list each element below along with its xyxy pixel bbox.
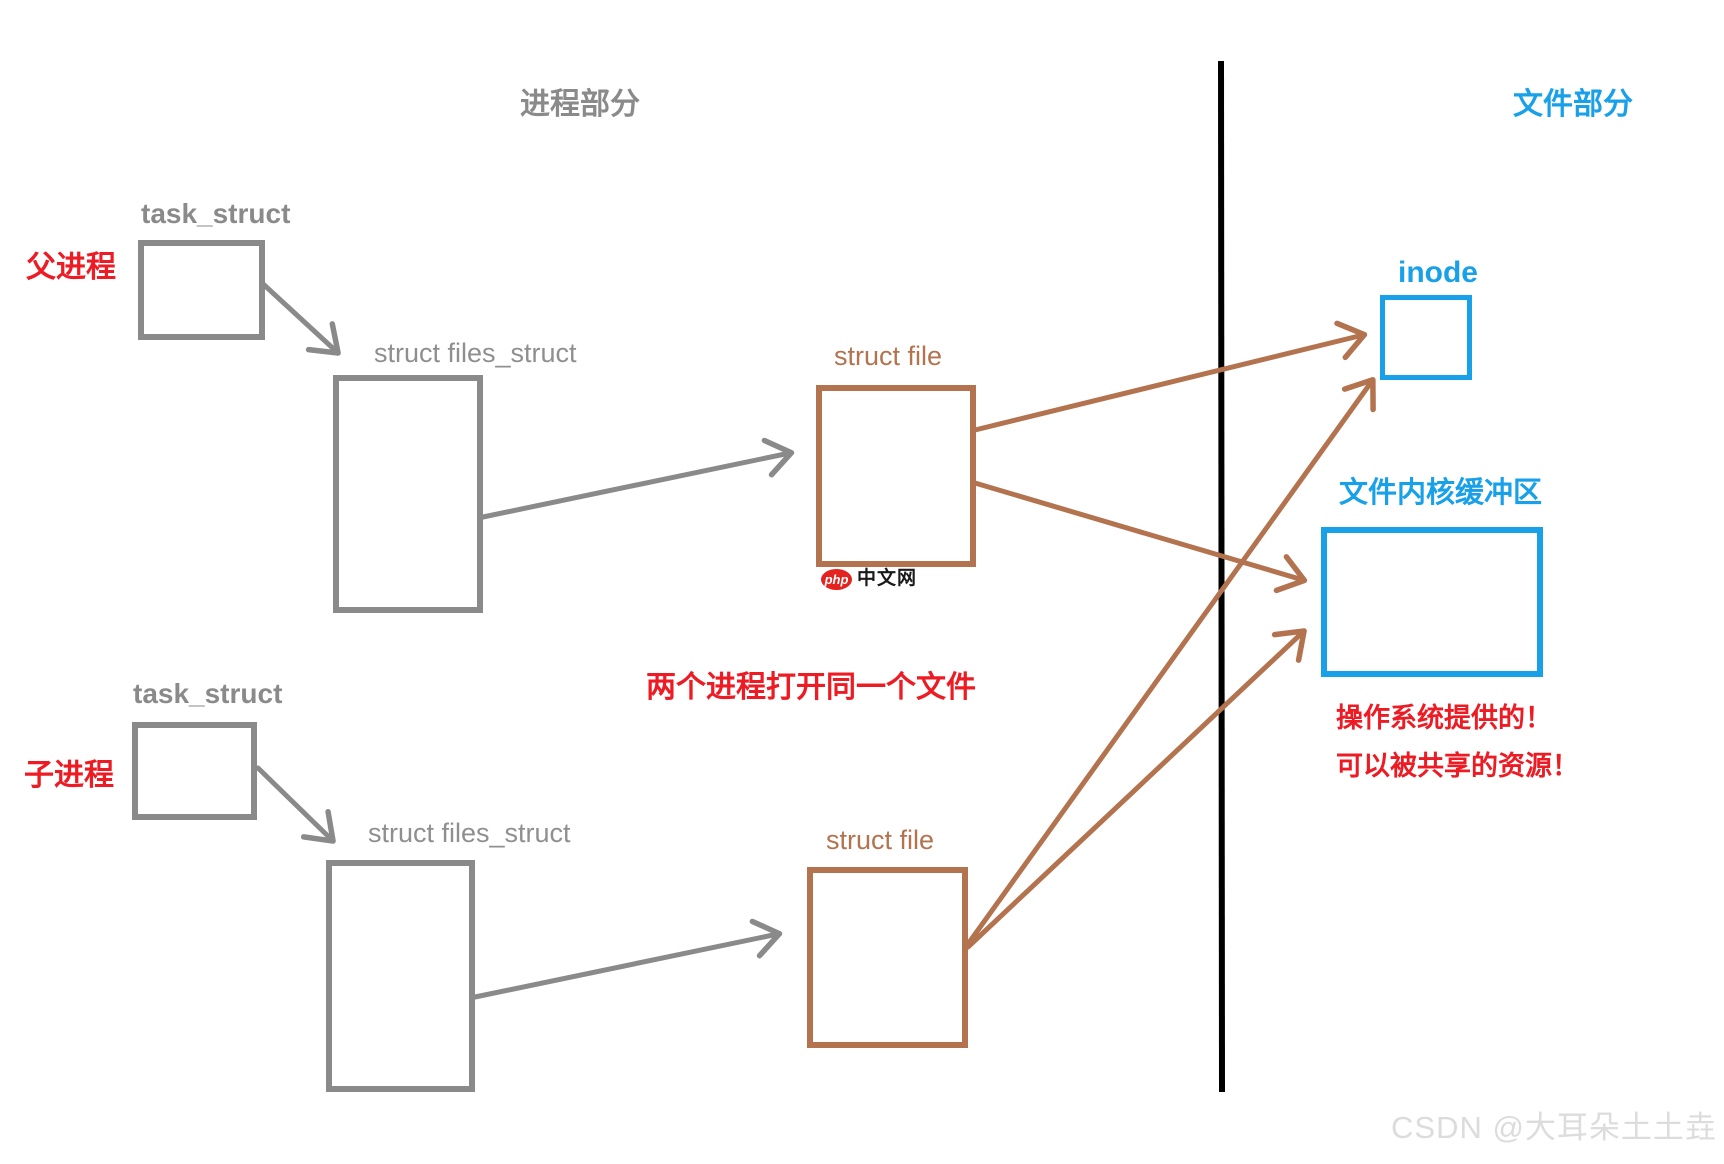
files-struct-label-parent: struct files_struct <box>374 338 577 368</box>
arrow-parent-task-to-files <box>259 280 341 356</box>
shared-open-note: 两个进程打开同一个文件 <box>646 671 976 704</box>
file-section-title: 文件部分 <box>1513 88 1633 121</box>
inode-box <box>1380 295 1472 380</box>
php-logo-icon: php <box>821 569 852 590</box>
kernel-buffer-label: 文件内核缓冲区 <box>1339 477 1543 509</box>
arrow-parent-file-to-buffer <box>972 480 1308 594</box>
struct-file-box-parent <box>816 385 976 567</box>
arrow-child-task-to-files <box>255 765 336 844</box>
php-site-text: 中文网 <box>857 568 918 590</box>
csdn-watermark: CSDN @大耳朵土土垚 <box>1391 1110 1717 1145</box>
arrow-child-file-to-buffer <box>965 628 1307 950</box>
files-struct-box-parent <box>333 375 483 613</box>
struct-file-label-child: struct file <box>826 825 935 855</box>
os-provided-note-line1: 操作系统提供的！ <box>1336 703 1552 733</box>
task-struct-label-child: task_struct <box>133 678 283 709</box>
inode-label: inode <box>1398 256 1478 289</box>
os-provided-note-line2: 可以被共享的资源！ <box>1336 751 1579 781</box>
process-section-title: 进程部分 <box>520 88 640 121</box>
task-struct-box-child <box>132 722 257 820</box>
task-struct-label-parent: task_struct <box>141 198 291 229</box>
child-process-label: 子进程 <box>24 759 114 792</box>
parent-process-label: 父进程 <box>26 251 116 284</box>
arrow-parent-files-to-file <box>480 437 795 520</box>
task-struct-box-parent <box>138 240 265 340</box>
struct-file-box-child <box>807 867 968 1048</box>
arrow-parent-file-to-inode <box>972 320 1368 433</box>
kernel-buffer-box <box>1321 527 1543 677</box>
struct-file-label-parent: struct file <box>834 341 943 371</box>
files-struct-label-child: struct files_struct <box>368 818 571 848</box>
php-cn-watermark: php 中文网 <box>821 568 918 590</box>
arrow-child-file-to-inode <box>965 377 1376 947</box>
section-divider-line <box>1218 60 1225 1093</box>
files-struct-box-child <box>326 860 475 1092</box>
arrow-child-files-to-file <box>472 918 783 1000</box>
